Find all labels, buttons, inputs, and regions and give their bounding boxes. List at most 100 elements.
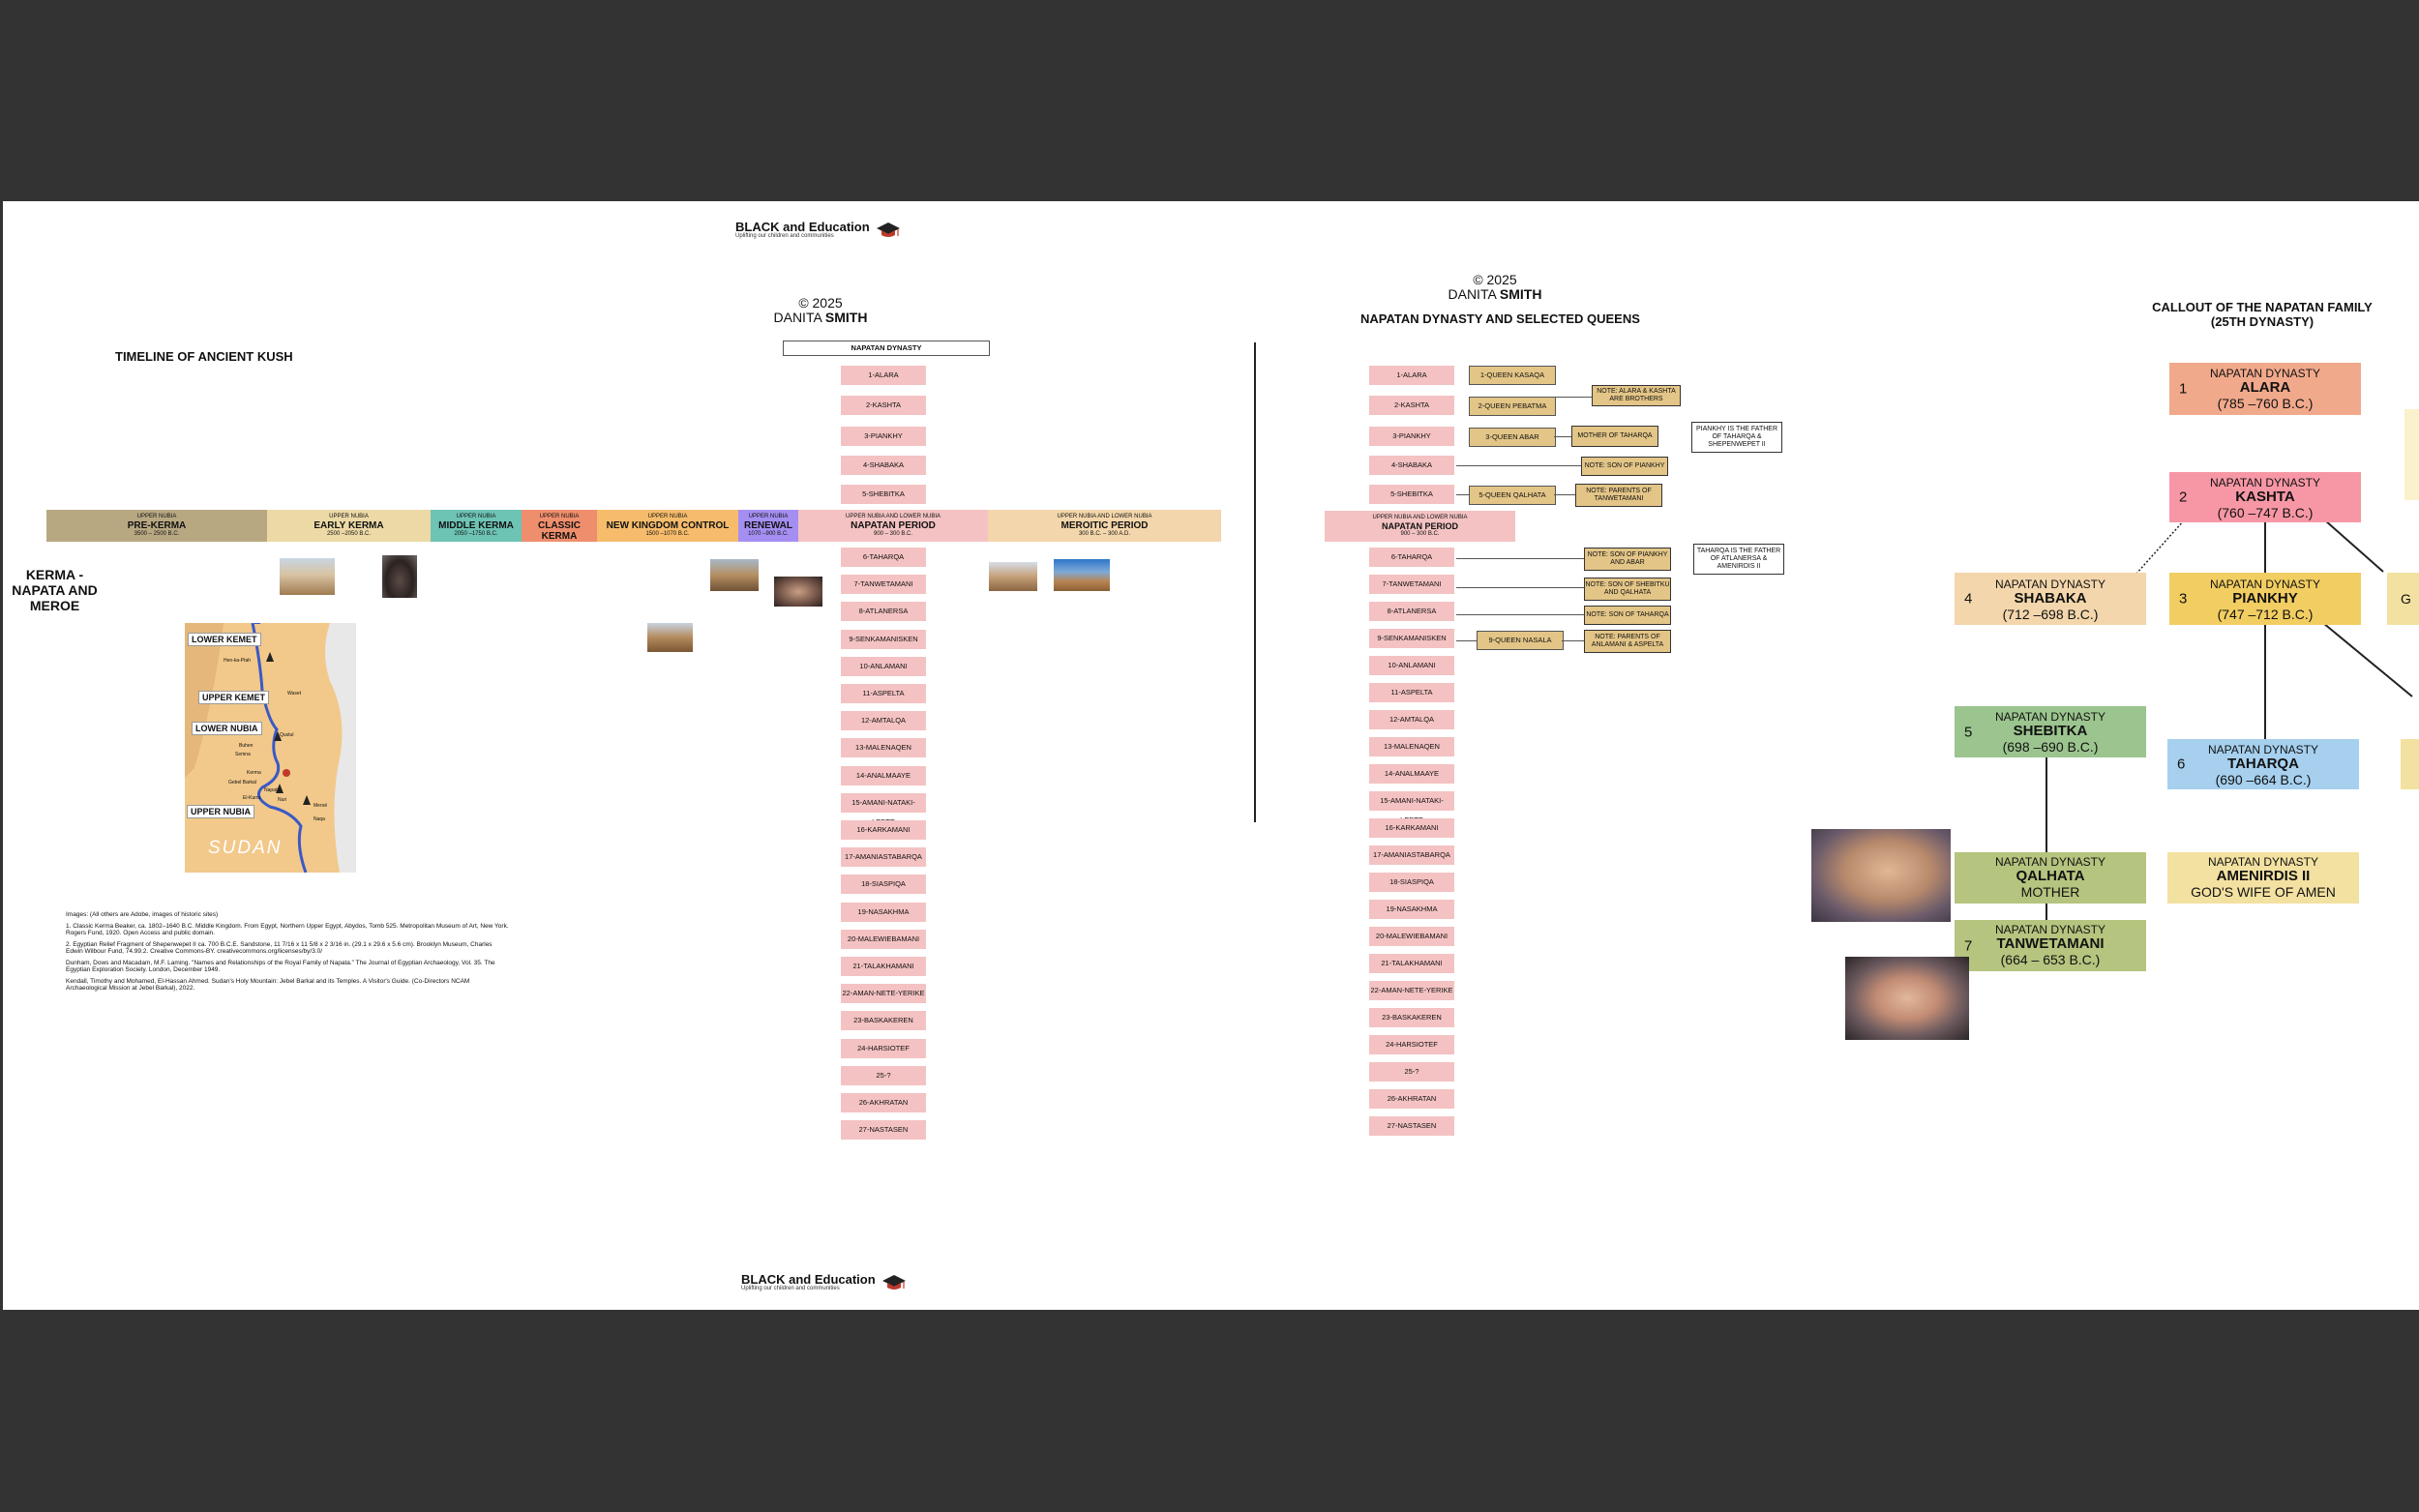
member-detail: MOTHER xyxy=(2020,884,2080,900)
meroe-pyramids-photo xyxy=(989,562,1037,591)
member-detail: (712 –698 B.C.) xyxy=(2002,607,2099,622)
connector-line xyxy=(1456,587,1584,588)
partial-box-cut-off xyxy=(2401,739,2419,789)
connector-line xyxy=(1456,465,1581,466)
copyright-year: © 2025 xyxy=(798,295,843,311)
king-box: 3-PIANKHY xyxy=(1369,427,1454,446)
connector-line xyxy=(1456,640,1477,641)
map-place: Napata xyxy=(264,787,281,793)
family-member-shebitka: 5 NAPATAN DYNASTY SHEBITKA (698 –690 B.C… xyxy=(1955,706,2146,757)
member-detail: (747 –712 B.C.) xyxy=(2217,607,2314,622)
period-name: MIDDLE KERMA xyxy=(438,520,514,531)
period-region: UPPER NUBIA xyxy=(647,514,688,519)
map-place: El-Kurru xyxy=(243,795,261,801)
note-box: NOTE: SON OF PIANKHY AND ABAR xyxy=(1584,548,1671,571)
king-box: 5-SHEBITKA xyxy=(841,485,926,504)
period-region: UPPER NUBIA AND LOWER NUBIA xyxy=(1057,514,1152,519)
member-line: NAPATAN DYNASTY xyxy=(2209,578,2321,591)
member-number: 3 xyxy=(2179,590,2188,608)
member-name: ALARA xyxy=(2239,379,2291,396)
king-box: 25-? xyxy=(1369,1062,1454,1082)
king-box: 24-HARSIOTEF xyxy=(1369,1035,1454,1054)
note-box: NOTE: SON OF PIANKHY xyxy=(1581,457,1668,476)
brand-logo-bottom: BLACK and Education Uplifting our childr… xyxy=(741,1273,907,1292)
reference-source: Dunham, Dows and Macadam, M.F. Laming. "… xyxy=(66,959,495,974)
period-name: MEROITIC PERIOD xyxy=(1060,520,1149,531)
king-box: 9-SENKAMANISKEN xyxy=(841,629,926,649)
family-member-shabaka: 4 NAPATAN DYNASTY SHABAKA (712 –698 B.C.… xyxy=(1955,573,2146,625)
member-detail: (785 –760 B.C.) xyxy=(2217,396,2314,411)
king-box: 27-NASTASEN xyxy=(841,1120,926,1141)
brand-title: BLACK and Education xyxy=(735,220,870,234)
member-line: NAPATAN DYNASTY xyxy=(2209,476,2321,489)
connector-line xyxy=(1562,640,1584,641)
member-line: NAPATAN DYNASTY xyxy=(1994,710,2106,724)
period-region: UPPER NUBIA xyxy=(748,514,789,519)
king-box: 8-ATLANERSA xyxy=(841,602,926,622)
note-box: NOTE: SON OF SHEBITKU AND QALHATA xyxy=(1584,578,1671,601)
map-title: SUDAN xyxy=(208,838,283,858)
map-place: Semna xyxy=(235,752,251,757)
period-dates: 2500 –2050 B.C. xyxy=(326,531,372,537)
period-dates: 1500 –1070 B.C. xyxy=(645,531,690,537)
king-box: 13-MALENAQEN xyxy=(841,738,926,758)
king-box: 16-KARKAMANI xyxy=(841,820,926,840)
member-name: SHEBITKA xyxy=(2013,723,2088,739)
family-member-alara: 1 NAPATAN DYNASTY ALARA (785 –760 B.C.) xyxy=(2169,363,2361,415)
image-references: Images: (All others are Adobe, images of… xyxy=(66,911,511,996)
period-name: NEW KINGDOM CONTROL xyxy=(606,520,730,531)
period-region: UPPER NUBIA xyxy=(329,514,369,519)
member-name: SHABAKA xyxy=(2014,590,2087,607)
side-note: PIANKHY IS THE FATHER OF TAHARQA & SHEPE… xyxy=(1691,422,1782,453)
period-dates: 1070 –900 B.C. xyxy=(748,531,789,537)
reference-item: 1. Classic Kerma Beaker, ca. 1802–1640 B… xyxy=(66,922,509,937)
graduation-cap-icon xyxy=(876,222,900,237)
king-box: 6-TAHARQA xyxy=(841,548,926,567)
king-box: 21-TALAKHAMANI xyxy=(1369,954,1454,973)
family-member-qalhata: NAPATAN DYNASTY QALHATA MOTHER xyxy=(1955,852,2146,904)
period-region: UPPER NUBIA xyxy=(456,514,496,519)
side-note: TAHARQA IS THE FATHER OF ATLANERSA & AME… xyxy=(1693,544,1784,575)
new-kingdom-temple-photo xyxy=(710,559,759,591)
king-box: 17-AMANIASTABARQA xyxy=(841,847,926,868)
period-dates: 300 B.C. – 300 A.D. xyxy=(1078,531,1131,537)
copyright-year: © 2025 xyxy=(1473,272,1517,287)
connector-line xyxy=(1554,494,1575,495)
shepenwepet-relief-photo xyxy=(1845,957,1969,1040)
member-name: PIANKHY xyxy=(2232,590,2298,607)
member-number: 7 xyxy=(1964,937,1973,954)
napatan-dynasty-header: NAPATAN DYNASTY xyxy=(783,341,990,356)
queen-box: 3-QUEEN ABAR xyxy=(1469,428,1556,447)
graduation-cap-icon xyxy=(881,1275,906,1290)
renewal-temple-photo xyxy=(647,623,693,652)
king-box: 20-MALEWIEBAMANI xyxy=(1369,927,1454,946)
king-box: 14-ANALMAAYE xyxy=(1369,764,1454,784)
king-box: 26-AKHRATAN xyxy=(1369,1089,1454,1109)
copyright-left: © 2025 DANITA SMITH xyxy=(767,296,874,325)
partial-box-cut-off: G xyxy=(2387,573,2419,625)
map-label-lower-nubia: LOWER NUBIA xyxy=(192,722,262,735)
period-name: PRE-KERMA xyxy=(127,520,187,531)
map-label-upper-kemet: UPPER KEMET xyxy=(198,691,270,704)
member-detail: GOD'S WIFE OF AMEN xyxy=(2191,884,2336,900)
author-last: SMITH xyxy=(824,310,868,325)
member-number: 4 xyxy=(1964,590,1973,608)
member-detail: (760 –747 B.C.) xyxy=(2217,505,2314,520)
shepenwepet-relief-photo xyxy=(774,577,822,607)
queen-box: 2-QUEEN PEBATMA xyxy=(1469,397,1556,416)
period-name: CLASSIC KERMA xyxy=(538,520,581,542)
note-box: NOTE: SON OF TAHARQA xyxy=(1584,606,1671,625)
king-box: 9-SENKAMANISKEN xyxy=(1369,629,1454,648)
note-box: NOTE: ALARA & KASHTA ARE BROTHERS xyxy=(1592,385,1681,406)
king-box: 19-NASAKHMA xyxy=(841,902,926,922)
member-name: AMENIRDIS II xyxy=(2216,868,2311,884)
connector-line xyxy=(1554,436,1571,437)
king-box: 13-MALENAQEN xyxy=(1369,737,1454,756)
king-box: 22-AMAN-NETE-YERIKE xyxy=(841,984,926,1004)
member-detail: (690 –664 B.C.) xyxy=(2215,772,2312,787)
king-box: 25-? xyxy=(841,1065,926,1085)
band-region: UPPER NUBIA AND LOWER NUBIA xyxy=(1372,515,1468,520)
